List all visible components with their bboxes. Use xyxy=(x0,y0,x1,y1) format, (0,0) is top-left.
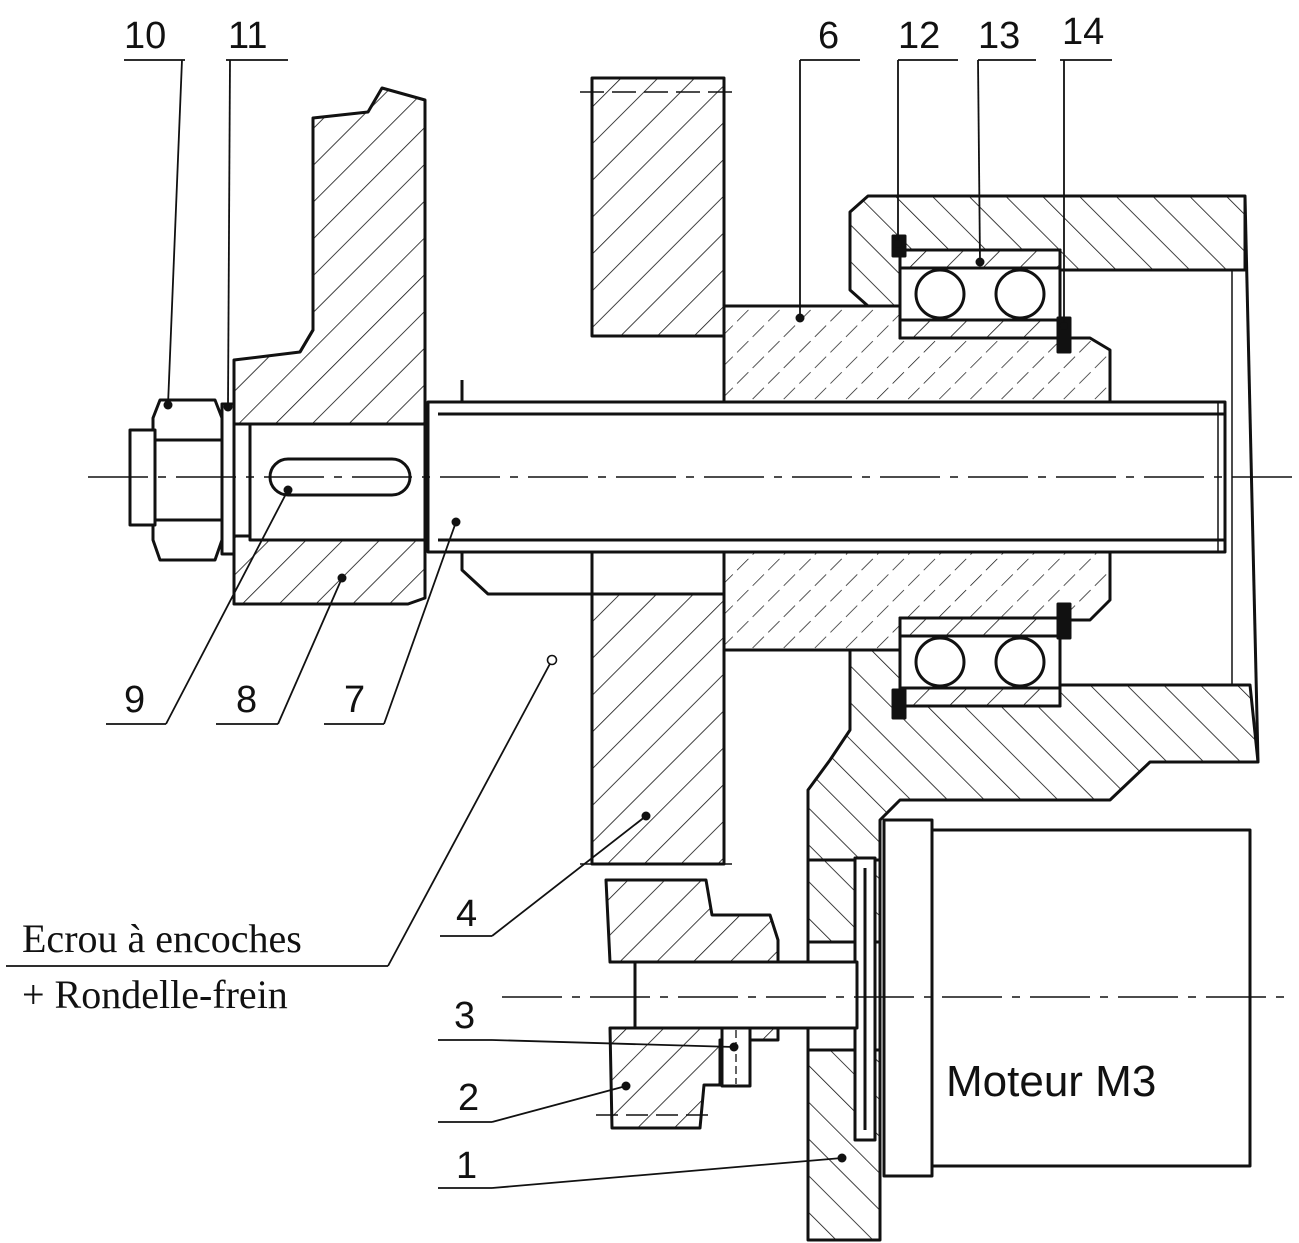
label-13: 13 xyxy=(978,15,1020,57)
motor-shaft-3 xyxy=(633,960,859,1030)
note-line-2: + Rondelle-frein xyxy=(22,972,288,1017)
washer-11 xyxy=(220,402,236,556)
label-12: 12 xyxy=(898,15,940,57)
label-6: 6 xyxy=(818,15,839,57)
label-11: 11 xyxy=(228,15,267,57)
motor-label: Moteur M3 xyxy=(946,1057,1156,1106)
label-8: 8 xyxy=(236,679,257,721)
note-line-1: Ecrou à encoches xyxy=(22,916,302,961)
label-14: 14 xyxy=(1062,11,1104,53)
gear-4-bottom xyxy=(590,592,726,866)
label-10: 10 xyxy=(124,15,166,57)
motor-body xyxy=(930,828,1252,1168)
label-3: 3 xyxy=(454,995,475,1037)
label-7: 7 xyxy=(344,679,365,721)
gear-4-top xyxy=(590,76,726,338)
label-2: 2 xyxy=(458,1077,479,1119)
label-9: 9 xyxy=(124,679,145,721)
nut-10 xyxy=(151,398,224,562)
motor-flange xyxy=(882,818,934,1178)
label-4: 4 xyxy=(456,893,477,935)
pinion-2 xyxy=(604,878,780,964)
label-1: 1 xyxy=(456,1145,477,1187)
